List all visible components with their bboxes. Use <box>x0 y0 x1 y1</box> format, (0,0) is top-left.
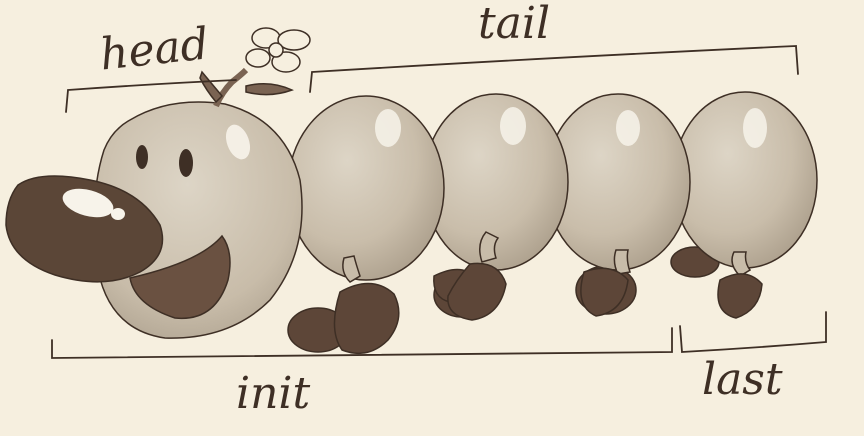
bracket-last <box>679 311 827 353</box>
label-last: last <box>702 354 783 405</box>
body-segment-3 <box>423 93 569 271</box>
bracket-init <box>51 327 673 359</box>
body-segment-5 <box>672 91 818 269</box>
mouth <box>129 234 231 320</box>
label-head: head <box>97 18 212 81</box>
flower-icon <box>199 27 311 108</box>
body-segment-4 <box>545 93 691 271</box>
eye-right <box>179 149 193 177</box>
label-init: init <box>236 368 311 419</box>
leg-stubs <box>342 231 752 283</box>
bracket-tail <box>309 45 799 93</box>
bracket-head <box>65 79 237 113</box>
body-segment-2 <box>287 95 445 281</box>
nose <box>5 175 164 283</box>
caterpillar-head <box>5 101 303 339</box>
eye-left <box>136 145 148 169</box>
label-tail: tail <box>478 0 551 49</box>
feet-front <box>333 262 763 355</box>
